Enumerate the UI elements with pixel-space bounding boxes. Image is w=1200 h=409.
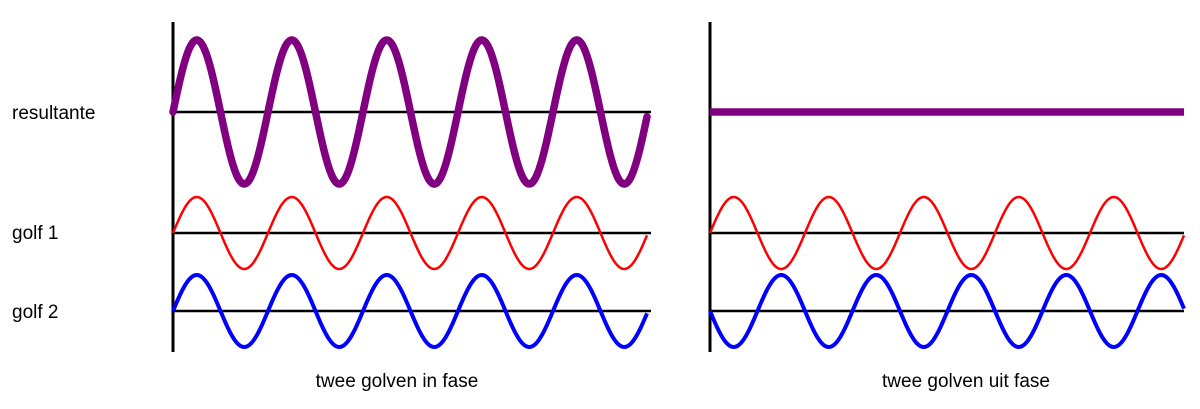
resultant-wave: [169, 36, 651, 188]
wave1-curve: [708, 195, 1186, 271]
wave2-curve: [708, 272, 1186, 350]
resultant-row-label: resultante: [12, 103, 95, 124]
wave1-row-label: golf 1: [12, 223, 58, 244]
wave2-row-label: golf 2: [12, 302, 58, 323]
wave1-curve: [171, 195, 649, 271]
panel-caption: twee golven uit fase: [882, 371, 1050, 392]
panel-out-of-phase: twee golven uit fase: [708, 22, 1186, 392]
panel-in-phase: twee golven in fase: [169, 22, 651, 392]
panel-caption: twee golven in fase: [316, 371, 479, 392]
wave2-curve: [171, 272, 649, 350]
